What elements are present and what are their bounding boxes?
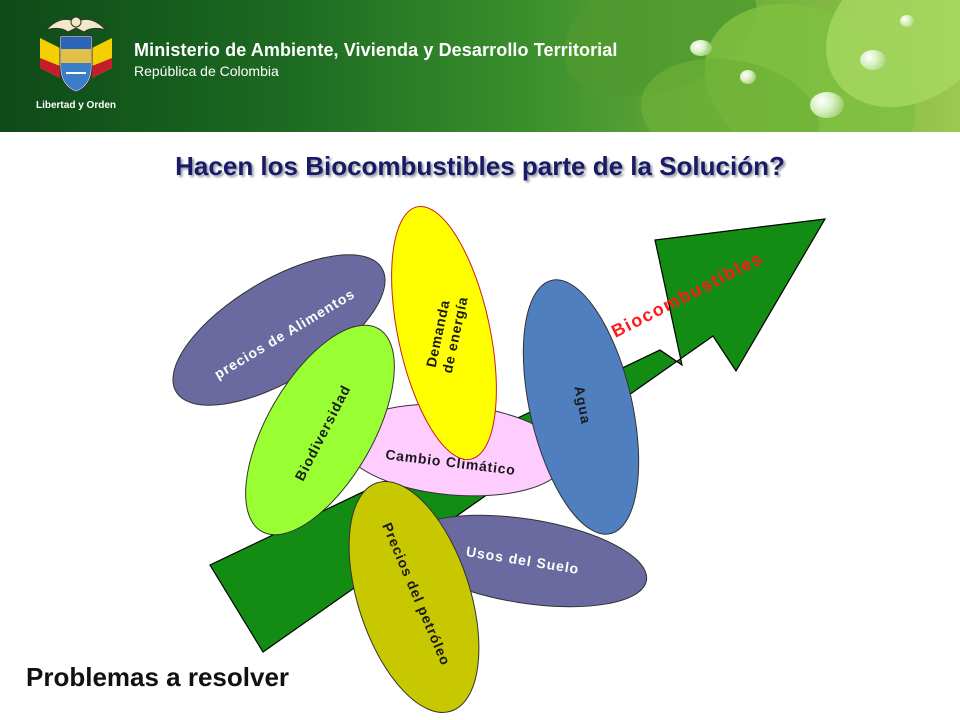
water-drop-decoration: [900, 15, 914, 27]
problems-label: Problemas a resolver: [26, 662, 290, 692]
ellipse-label: Agua: [571, 384, 594, 425]
page-title: Hacen los Biocombustibles parte de la So…: [175, 151, 785, 181]
water-drop-decoration: [860, 50, 886, 70]
ellipse-agua: Agua: [522, 279, 640, 535]
ministry-title: Ministerio de Ambiente, Vivienda y Desar…: [134, 40, 618, 60]
water-drop-decoration: [810, 92, 844, 118]
ellipse-biodiversidad: Biodiversidad: [245, 324, 395, 536]
water-drop-decoration: [690, 40, 712, 56]
colombia-coat-of-arms-icon: Libertad y Orden: [26, 8, 126, 126]
ellipse-precios-petroleo: Precios del petróleo: [348, 481, 480, 713]
ellipse-demanda-energia: Demanda de energía: [391, 205, 497, 461]
water-drop-decoration: [740, 70, 756, 84]
ministry-subtitle: República de Colombia: [134, 63, 279, 79]
header-banner: Libertad y Orden Ministerio de Ambiente,…: [0, 0, 960, 132]
crest-motto: Libertad y Orden: [35, 100, 116, 111]
